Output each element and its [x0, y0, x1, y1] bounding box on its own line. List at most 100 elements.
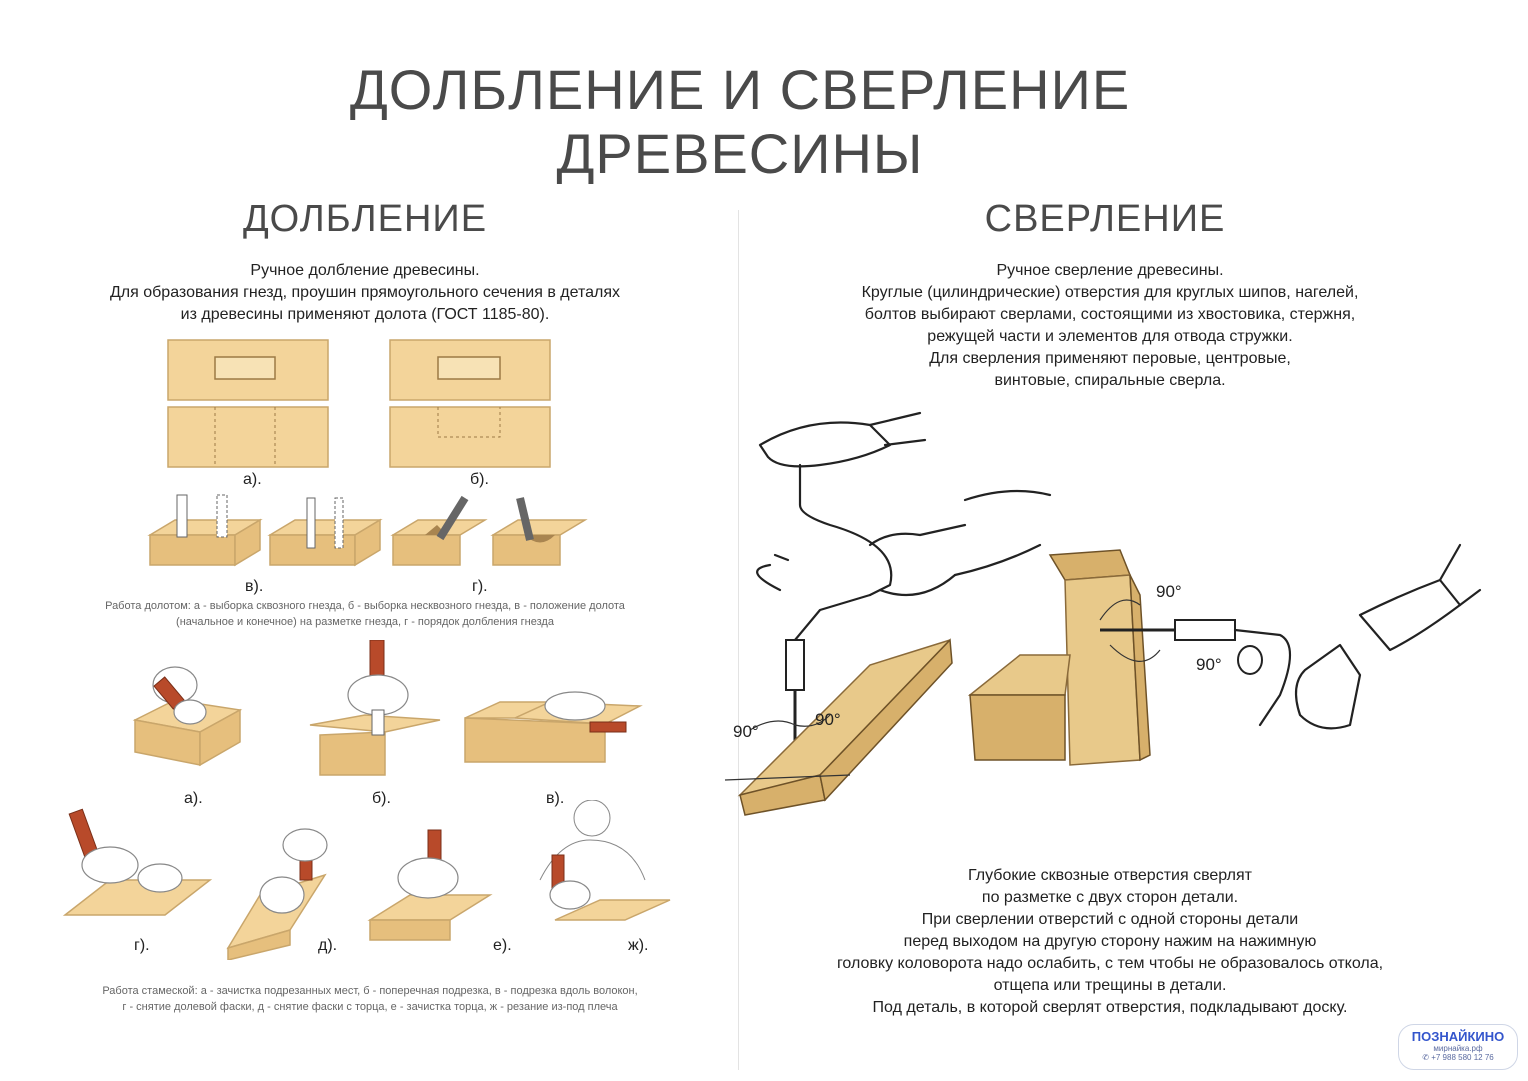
mortise-b-top	[437, 356, 501, 380]
block-e-front	[369, 919, 451, 941]
hand	[137, 863, 183, 893]
chisel-angled	[436, 495, 469, 541]
drilling-outro-line: Под деталь, в которой сверлят отверстия,…	[872, 999, 1348, 1016]
horizontal-chuck	[1174, 619, 1236, 641]
crank-hand	[1294, 643, 1362, 730]
fig-label-d2: д).	[318, 937, 338, 954]
logo-site: мирнайка.рф	[1433, 1044, 1483, 1053]
section-heading-chiseling: ДОЛБЛЕНИЕ	[242, 198, 488, 240]
column-divider	[738, 210, 739, 1070]
angle-label-2: 90°	[815, 710, 841, 729]
drilling-intro: Ручное сверление древесины. Круглые (цил…	[760, 260, 1460, 392]
hand	[81, 846, 139, 884]
vertical-board-edge	[1129, 574, 1151, 762]
base-board-front	[969, 694, 1066, 761]
chisel-ghost	[334, 497, 344, 549]
drilling-outro: Глубокие сквозные отверстия сверлят по р…	[760, 865, 1460, 1019]
block-zh	[554, 899, 671, 921]
chiseling-intro: Ручное долбление древесины. Для образова…	[40, 260, 690, 326]
drilling-intro-line: Круглые (цилиндрические) отверстия для к…	[861, 284, 1359, 301]
fig-label-a2: а).	[184, 790, 203, 807]
fig-label-b2: б).	[372, 790, 391, 807]
caption-line: (начальное и конечное) на разметке гнезд…	[176, 616, 554, 628]
right-hand	[1358, 578, 1462, 652]
board-b-top	[389, 339, 551, 401]
base-board-top	[967, 654, 1071, 696]
side-sleeve	[953, 489, 1052, 577]
block-b-front	[319, 731, 386, 776]
paring-chisel-row2-illustration	[62, 800, 671, 960]
chisel	[306, 497, 316, 549]
board-g1-front	[392, 534, 461, 566]
fig-label-v: в).	[245, 578, 264, 595]
caption-line: Работа долотом: а - выборка сквозного гн…	[105, 600, 625, 612]
caption-line: г - снятие долевой фаски, д - снятие фас…	[122, 1001, 618, 1013]
top-sleeve	[868, 411, 927, 447]
horizontal-brace-frame	[1233, 628, 1291, 727]
section-heading-drilling: СВЕРЛЕНИЕ	[984, 198, 1226, 240]
publisher-logo[interactable]: ПОЗНАЙКИНО мирнайка.рф ✆ +7 988 580 12 7…	[1398, 1024, 1518, 1070]
drilling-outro-line: отщепа или трещины в детали.	[993, 977, 1227, 994]
drilling-outro-line: При сверлении отверстий с одной стороны …	[921, 911, 1299, 928]
board-v2-end	[354, 518, 381, 567]
logo-brand: ПОЗНАЙКИНО	[1411, 1029, 1505, 1044]
paring-chisel-row1-illustration	[132, 640, 643, 776]
fig-label-a: а).	[243, 471, 262, 488]
angle-arc	[1109, 644, 1161, 662]
fig-label-zh2: ж).	[628, 937, 649, 954]
hand	[549, 880, 591, 910]
angle-label-1: 90°	[733, 722, 759, 741]
rotation-arrow	[756, 553, 790, 592]
fig-label-e2: е).	[493, 937, 512, 954]
chiseling-intro-line: Ручное долбление древесины.	[250, 262, 480, 279]
board-a-side	[167, 406, 329, 468]
drilling-outro-line: Глубокие сквозные отверстия сверлят	[968, 867, 1252, 884]
board-v1-end	[234, 518, 261, 567]
hand	[544, 691, 606, 721]
board-v1-front	[149, 534, 236, 566]
fig-label-b: б).	[470, 471, 489, 488]
chisel-angled	[516, 497, 534, 541]
brace-drilling-illustration	[724, 411, 1482, 816]
side-hand	[868, 523, 967, 597]
block-c-front	[464, 717, 606, 763]
hand	[173, 699, 207, 725]
hand	[397, 857, 459, 899]
mortise-b-dash	[437, 407, 501, 438]
mortise-boards-illustration	[167, 339, 551, 468]
block-e	[367, 894, 493, 921]
chisel-handle	[589, 721, 627, 733]
hand	[282, 828, 328, 862]
drilling-intro-line: болтов выбирают сверлами, состоящими из …	[864, 306, 1356, 323]
drilling-intro-line: Ручное сверление древесины.	[996, 262, 1224, 279]
drill-workpiece-side	[819, 638, 953, 802]
fig-label-g: г).	[472, 578, 488, 595]
brace-chuck	[785, 639, 805, 691]
block-d-front	[227, 929, 291, 960]
angle-arc	[1099, 599, 1141, 621]
drilling-intro-line: винтовые, спиральные сверла.	[994, 372, 1226, 389]
page-title-line-2: ДРЕВЕСИНЫ	[556, 122, 924, 185]
board-g2	[490, 519, 588, 536]
worker-head	[573, 800, 611, 837]
block-g	[62, 879, 213, 916]
vertical-board-face	[1064, 574, 1141, 766]
chisel-ghost	[216, 494, 228, 538]
drilling-outro-line: по разметке с двух сторон детали.	[981, 889, 1239, 906]
angle-label-3: 90°	[1156, 582, 1182, 601]
chiseling-intro-line: из древесины применяют долота (ГОСТ 1185…	[180, 306, 550, 323]
angle-arc	[749, 720, 796, 731]
drilling-intro-line: Для сверления применяют перовые, центров…	[929, 350, 1291, 367]
chisel	[176, 494, 188, 538]
angle-arc	[794, 714, 831, 727]
fig-label-g2: г).	[134, 937, 150, 954]
hand	[259, 876, 305, 914]
right-sleeve	[1438, 543, 1482, 607]
brace-frame	[798, 463, 893, 597]
page-title-line-1: ДОЛБЛЕНИЕ И СВЕРЛЕНИЕ	[349, 58, 1131, 121]
drilling-outro-line: перед выходом на другую сторону нажим на…	[903, 933, 1317, 950]
mortise-a-top	[214, 356, 276, 380]
ground-line	[724, 774, 851, 781]
chisel-work-caption: Работа долотом: а - выборка сквозного гн…	[40, 598, 690, 630]
angle-label-4: 90°	[1196, 655, 1222, 674]
